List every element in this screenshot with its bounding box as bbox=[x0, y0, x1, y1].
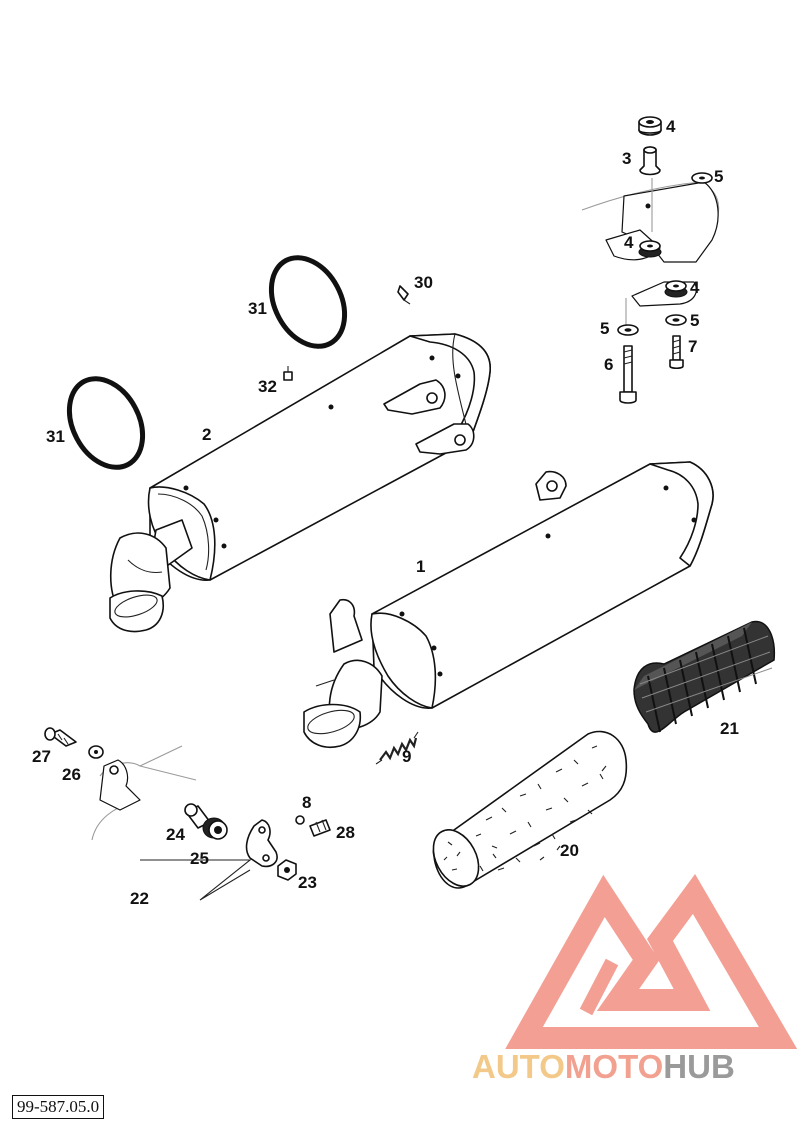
callout-5-lower-right: 5 bbox=[690, 311, 699, 330]
washer-lower-left bbox=[617, 324, 639, 336]
callout-2: 2 bbox=[202, 425, 211, 444]
svg-text:AUTOMOTOHUB: AUTOMOTOHUB bbox=[472, 1048, 735, 1085]
callout-5-lower-left: 5 bbox=[600, 319, 609, 338]
rubber-grommet-middle bbox=[638, 240, 662, 258]
callout-1: 1 bbox=[416, 557, 425, 576]
silencer-2 bbox=[109, 333, 491, 633]
watermark-logo: AUTOMOTOHUB bbox=[472, 874, 798, 1085]
diagram-reference-code: 99-587.05.0 bbox=[12, 1095, 105, 1119]
rubber-grommet-top bbox=[638, 116, 662, 136]
short-bolt bbox=[669, 335, 684, 370]
callout-20: 20 bbox=[560, 841, 579, 860]
callout-7: 7 bbox=[688, 337, 697, 356]
callout-labels: 1 2 3 4 4 4 5 5 5 6 7 8 9 20 21 22 23 24… bbox=[32, 117, 739, 908]
clip-30 bbox=[397, 285, 411, 305]
washer-lower-right bbox=[665, 314, 687, 326]
callout-30: 30 bbox=[414, 273, 433, 292]
spacer-bushing bbox=[639, 146, 661, 176]
callout-26: 26 bbox=[62, 765, 81, 784]
o-ring-upper bbox=[268, 255, 348, 349]
callout-23: 23 bbox=[298, 873, 317, 892]
callout-24: 24 bbox=[166, 825, 185, 844]
screw-32 bbox=[283, 366, 293, 381]
insulation-tube bbox=[432, 730, 628, 889]
callout-22: 22 bbox=[130, 889, 149, 908]
watermark-text-hub: HUB bbox=[663, 1048, 735, 1085]
callout-27: 27 bbox=[32, 747, 51, 766]
callout-4-top: 4 bbox=[666, 117, 676, 136]
callout-9: 9 bbox=[402, 747, 411, 766]
callout-6: 6 bbox=[604, 355, 613, 374]
spring bbox=[375, 731, 419, 765]
callout-25: 25 bbox=[190, 849, 209, 868]
callout-3: 3 bbox=[622, 149, 631, 168]
callout-8: 8 bbox=[302, 793, 311, 812]
callout-31-upper: 31 bbox=[248, 299, 267, 318]
long-bolt bbox=[619, 345, 637, 404]
callout-4-lower: 4 bbox=[690, 278, 700, 297]
washer-top-right bbox=[691, 172, 713, 184]
watermark-text-moto: MOTO bbox=[565, 1048, 663, 1085]
rubber-grommet-lower bbox=[664, 280, 688, 298]
callout-28: 28 bbox=[336, 823, 355, 842]
sound-absorber-mat bbox=[633, 620, 776, 733]
mount-bracket-assembly bbox=[44, 727, 331, 901]
silencer-1 bbox=[303, 461, 714, 748]
o-ring-lower bbox=[66, 376, 146, 470]
watermark-text-auto: AUTO bbox=[472, 1048, 565, 1085]
callout-32: 32 bbox=[258, 377, 277, 396]
callout-5-top: 5 bbox=[714, 167, 723, 186]
callout-31-lower: 31 bbox=[46, 427, 65, 446]
callout-4-middle: 4 bbox=[624, 233, 634, 252]
callout-21: 21 bbox=[720, 719, 739, 738]
